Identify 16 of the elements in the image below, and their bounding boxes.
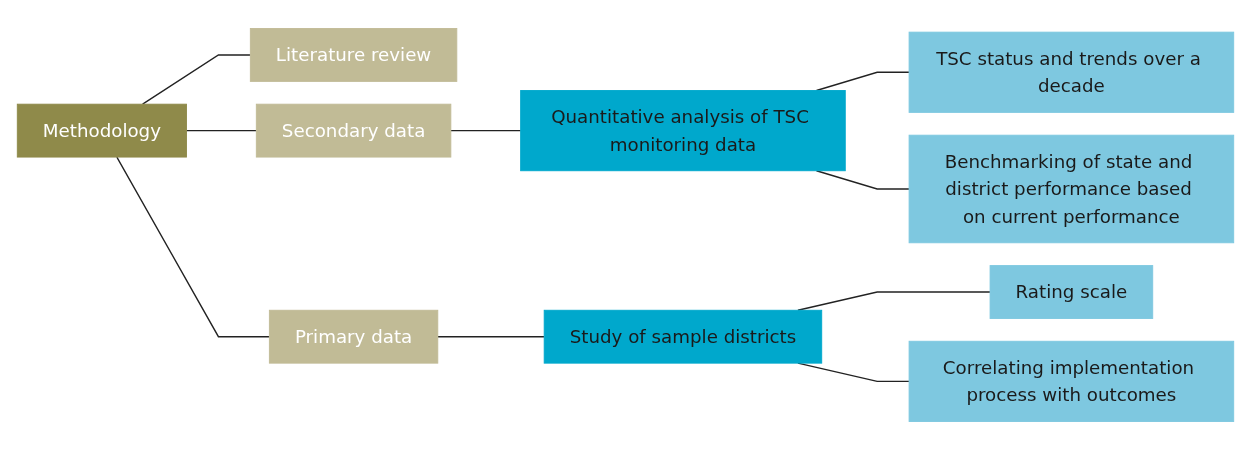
node-box: Secondary data (255, 103, 452, 158)
connector (185, 129, 257, 131)
node-box: Benchmarking of state and district performance based on current performance (908, 134, 1235, 243)
connector (437, 335, 545, 337)
node-box: Study of sample districts (543, 309, 823, 364)
node-box: TSC status and trends over a decade (908, 31, 1235, 113)
connector (815, 169, 910, 190)
node-box: Quantitative analysis of TSC monitoring data (520, 89, 846, 171)
connector (141, 53, 252, 105)
node-box: Primary data (268, 309, 439, 364)
node-box: Rating scale (989, 264, 1154, 319)
node-box: Methodology (16, 103, 187, 158)
node-box: Correlating implementation process with outcomes (908, 340, 1235, 422)
node-box: Literature review (249, 27, 458, 82)
connector (116, 155, 271, 337)
connector (450, 129, 522, 131)
